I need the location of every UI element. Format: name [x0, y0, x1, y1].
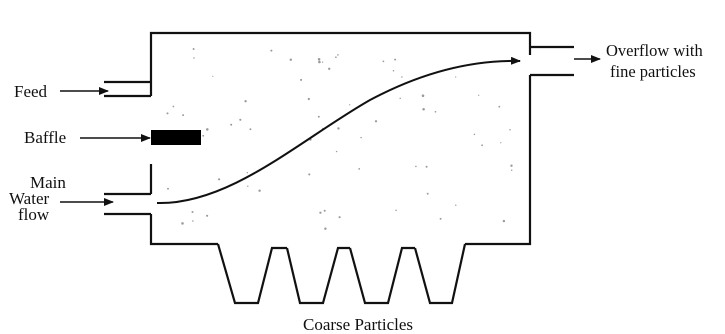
hopper-4 — [413, 243, 467, 305]
particle-dot — [307, 97, 310, 101]
particle-dot — [426, 192, 429, 195]
overflow-outlet-pipe — [530, 45, 574, 77]
particle-dot — [374, 120, 378, 123]
baffle-plate — [151, 130, 201, 145]
particle-dot — [206, 128, 209, 131]
particle-dot — [473, 133, 476, 136]
particle-dot — [300, 78, 303, 81]
particle-dot — [258, 189, 261, 192]
main-water-flow-label-line1: Main — [30, 173, 66, 192]
particle-dot — [358, 168, 361, 170]
particle-dot — [415, 165, 417, 168]
particle-dot — [206, 214, 209, 217]
particle-dot — [455, 76, 457, 78]
particle-dot — [392, 70, 395, 72]
particle-dot — [182, 114, 185, 117]
particle-dot — [239, 118, 242, 121]
particle-dot — [308, 173, 311, 176]
particle-dot — [172, 105, 175, 108]
particle-dot — [244, 100, 247, 103]
particle-dot — [321, 61, 324, 63]
particle-dot — [439, 217, 442, 220]
overflow-label-line1: Overflow with — [606, 41, 703, 60]
particle-dot — [247, 185, 249, 187]
particle-dot — [167, 187, 169, 190]
overflow-label-line2: fine particles — [610, 62, 696, 81]
particle-dot — [337, 54, 339, 56]
particle-dot — [500, 142, 502, 144]
particle-dot — [193, 57, 195, 59]
particle-dot — [478, 94, 480, 96]
water-inlet-pipe — [104, 192, 151, 216]
particle-dot — [337, 127, 340, 130]
particle-dot — [192, 48, 195, 50]
flow-path-curve — [156, 56, 521, 205]
particle-dot — [289, 58, 293, 61]
particle-dot — [422, 107, 425, 111]
particle-dot — [510, 164, 513, 167]
feed-inlet-pipe — [104, 74, 153, 98]
particle-dot — [360, 136, 362, 139]
hopper-1 — [216, 243, 287, 305]
particle-dot — [218, 178, 221, 181]
particle-dot — [498, 105, 501, 108]
particle-dot — [335, 56, 337, 59]
particle-dot — [323, 209, 326, 212]
particle-dot — [317, 58, 321, 61]
particle-dot — [434, 110, 437, 113]
particle-dot — [425, 165, 428, 168]
particle-dot — [212, 75, 214, 77]
particle-dot — [349, 104, 351, 106]
particle-dot — [230, 123, 233, 126]
particle-dot — [246, 171, 249, 174]
particle-dot — [249, 128, 252, 131]
particle-dot — [318, 60, 321, 64]
feed-label: Feed — [14, 82, 48, 101]
hopper-3 — [348, 246, 415, 305]
coarse-particles-label: Coarse Particles — [303, 315, 413, 334]
particle-dot — [202, 134, 205, 137]
particle-dot — [510, 169, 513, 171]
particle-dot — [421, 94, 425, 97]
baffle-label: Baffle — [24, 128, 66, 147]
particle-dot — [270, 49, 273, 52]
particle-dot — [401, 76, 403, 78]
main-water-flow-label-line2: Water — [9, 189, 49, 208]
particle-dot — [455, 204, 457, 206]
particle-dot — [317, 115, 320, 118]
tank-outline — [149, 31, 532, 246]
main-water-flow-label-line3: flow — [18, 205, 50, 224]
particle-dot — [335, 150, 338, 153]
particle-dot — [319, 211, 322, 214]
particle-dot — [338, 216, 341, 219]
particle-dot — [191, 210, 194, 214]
particle-dot — [382, 60, 385, 63]
particle-dot — [502, 219, 506, 223]
suspended-particles — [166, 48, 513, 230]
particle-dot — [509, 128, 511, 131]
particle-dot — [395, 209, 397, 211]
particle-dot — [394, 58, 397, 61]
particle-dot — [399, 97, 401, 100]
particle-dot — [192, 220, 194, 222]
particle-dot — [481, 144, 483, 147]
particle-dot — [328, 67, 331, 70]
hopper-bottom — [216, 243, 467, 305]
particle-dot — [324, 227, 327, 230]
hopper-2 — [285, 246, 350, 305]
particle-dot — [166, 112, 169, 115]
particle-dot — [181, 222, 184, 225]
